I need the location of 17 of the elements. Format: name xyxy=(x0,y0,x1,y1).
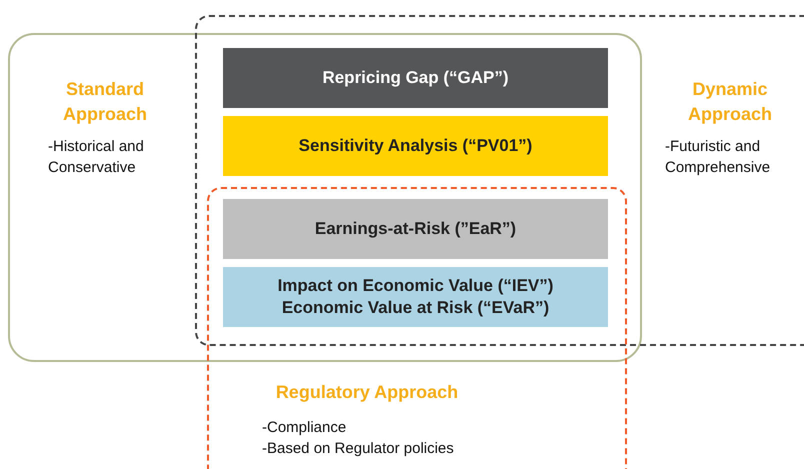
approach-region xyxy=(8,33,642,362)
method-label: Sensitivity Analysis (“PV01”) xyxy=(298,135,532,157)
method-label: Economic Value at Risk (“EVaR”) xyxy=(282,297,550,319)
bullet-text: -Compliance xyxy=(262,418,348,438)
method-label: Earnings-at-Risk (”EaR”) xyxy=(314,218,516,240)
region-heading: Standard Approach xyxy=(62,78,148,126)
bullet-text: -Based on Regulator policies xyxy=(262,439,455,459)
bullet-text: -Futuristic and Comprehensive xyxy=(665,137,772,178)
region-heading: Dynamic Approach xyxy=(686,78,773,126)
method-bar xyxy=(223,199,608,259)
method-label: Impact on Economic Value (“IEV”) xyxy=(278,275,554,297)
method-label: Repricing Gap (“GAP”) xyxy=(322,67,509,89)
method-bar xyxy=(223,267,608,327)
method-bar xyxy=(223,116,608,176)
method-bar xyxy=(223,48,608,108)
region-heading: Regulatory Approach xyxy=(274,381,460,404)
bullet-text: -Historical and Conservative xyxy=(48,137,145,178)
